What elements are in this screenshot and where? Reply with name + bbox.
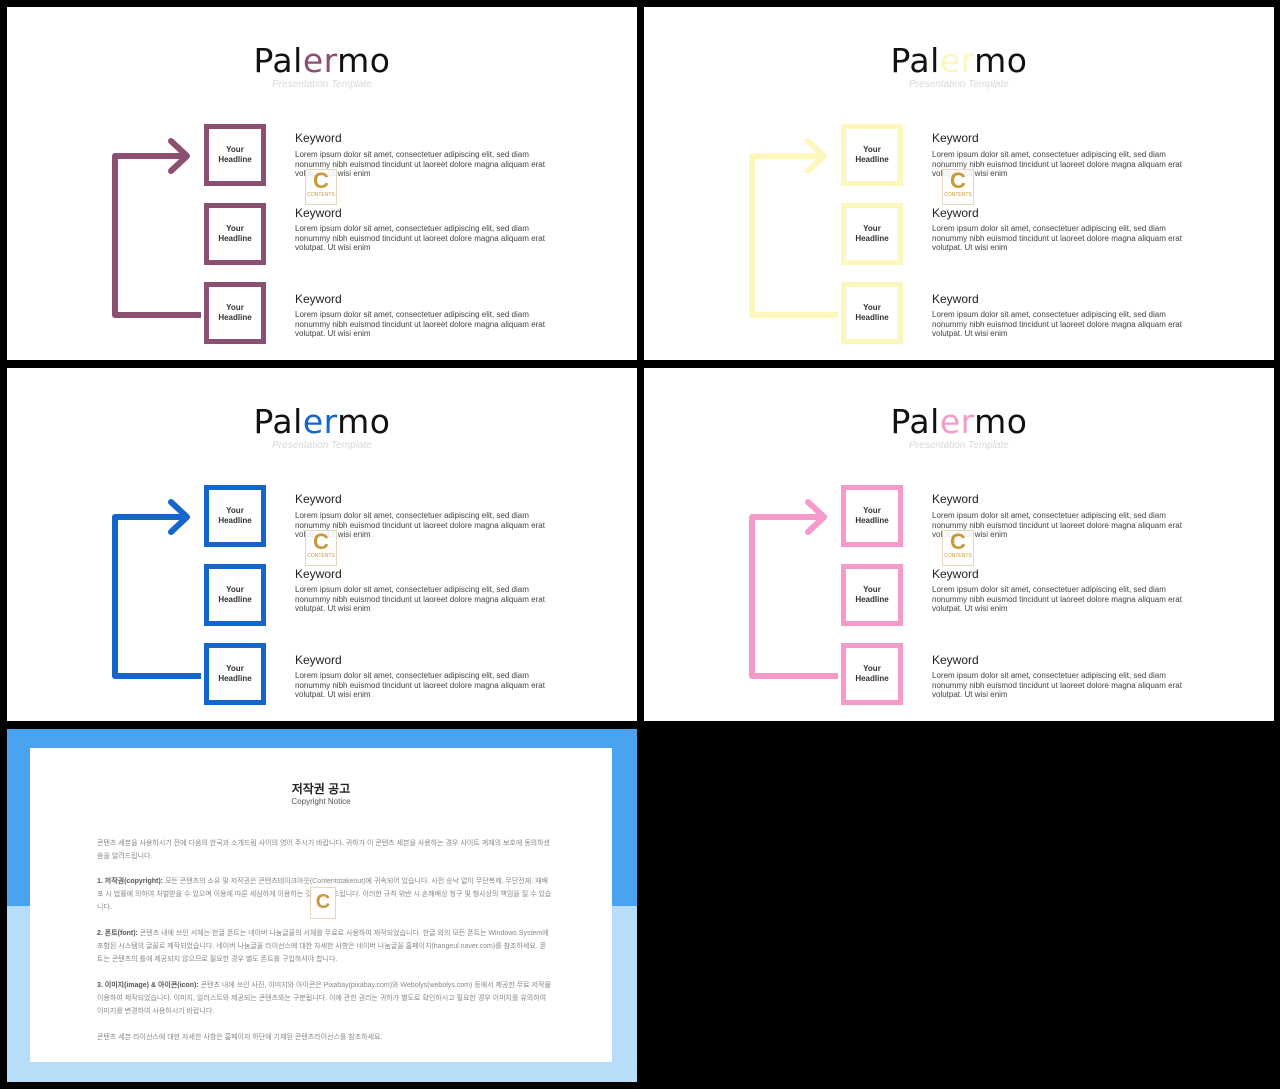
slide-title: Palermo	[890, 402, 1028, 441]
slide-subtitle: Presentation Template	[272, 440, 372, 451]
keyword-description: Lorem ipsum dolor sit amet, consectetuer…	[932, 585, 1182, 614]
notice-subtitle: Copyright Notice	[291, 797, 351, 806]
keyword-heading: Keyword	[932, 653, 979, 667]
slide-subtitle: Presentation Template	[272, 79, 372, 90]
notice-section-image: 3. 이미지(image) & 아이콘(icon): 콘텐츠 내에 쓰인 사진,…	[97, 982, 551, 1015]
connector-arrow-icon	[112, 138, 201, 318]
keyword-heading: Keyword	[932, 567, 979, 581]
keyword-heading: Keyword	[932, 206, 979, 220]
copyright-card: 저작권 공고 Copyright Notice 콘텐츠 세븐을 사용하시기 전에…	[30, 748, 612, 1062]
slide-subtitle: Presentation Template	[909, 440, 1009, 451]
keyword-heading: Keyword	[932, 131, 979, 145]
keyword-heading: Keyword	[932, 492, 979, 506]
keyword-heading: Keyword	[295, 131, 342, 145]
slide-title: Palermo	[890, 41, 1028, 80]
keyword-heading: Keyword	[295, 492, 342, 506]
keyword-heading: Keyword	[932, 292, 979, 306]
connector-arrow-icon	[749, 138, 838, 318]
keyword-description: Lorem ipsum dolor sit amet, consectetuer…	[932, 310, 1182, 339]
keyword-description: Lorem ipsum dolor sit amet, consectetuer…	[295, 224, 545, 253]
slide-subtitle: Presentation Template	[909, 79, 1009, 90]
keyword-description: Lorem ipsum dolor sit amet, consectetuer…	[932, 224, 1182, 253]
keyword-heading: Keyword	[295, 292, 342, 306]
notice-section-font: 2. 폰트(font): 콘텐츠 내에 쓰인 서체는 한글 폰트는 네이버 나눔…	[97, 930, 549, 963]
keyword-description: Lorem ipsum dolor sit amet, consectetuer…	[295, 310, 545, 339]
connector-arrow-icon	[112, 499, 201, 679]
keyword-description: Lorem ipsum dolor sit amet, consectetuer…	[295, 671, 545, 700]
notice-outro: 콘텐츠 세븐 라이선스에 대한 자세한 사항은 홈페이지 하단에 기재된 콘텐츠…	[97, 1034, 383, 1041]
copyright-notice-slide[interactable]: 저작권 공고 Copyright Notice 콘텐츠 세븐을 사용하시기 전에…	[7, 729, 637, 1082]
keyword-heading: Keyword	[295, 567, 342, 581]
notice-intro: 콘텐츠 세븐을 사용하시기 전에 다음의 한국과 소개드림 사이의 영어 주시기…	[97, 840, 550, 860]
keyword-heading: Keyword	[295, 653, 342, 667]
slide-title: Palermo	[253, 402, 391, 441]
keyword-description: Lorem ipsum dolor sit amet, consectetuer…	[295, 585, 545, 614]
keyword-heading: Keyword	[295, 206, 342, 220]
connector-arrow-icon	[749, 499, 838, 679]
watermark-logo: C	[310, 887, 336, 919]
keyword-description: Lorem ipsum dolor sit amet, consectetuer…	[932, 671, 1182, 700]
slide-title: Palermo	[253, 41, 391, 80]
notice-title: 저작권 공고	[291, 782, 351, 796]
